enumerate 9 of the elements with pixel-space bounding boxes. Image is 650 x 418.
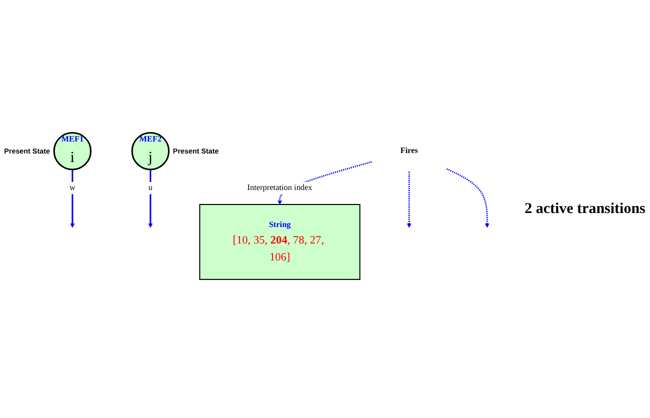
arrow [148,169,153,228]
dashed-arrow [406,172,412,228]
state-circle: MEF2 j [131,132,170,170]
arrow [70,169,75,228]
dashed-arrow [446,168,490,228]
state-circle: MEF1 i [53,132,92,170]
string-box: String [10, 35, 204, 78, 27, 106] [199,204,360,280]
note-text: 2 active transitions [524,200,646,218]
text-label: Fires [400,146,418,156]
